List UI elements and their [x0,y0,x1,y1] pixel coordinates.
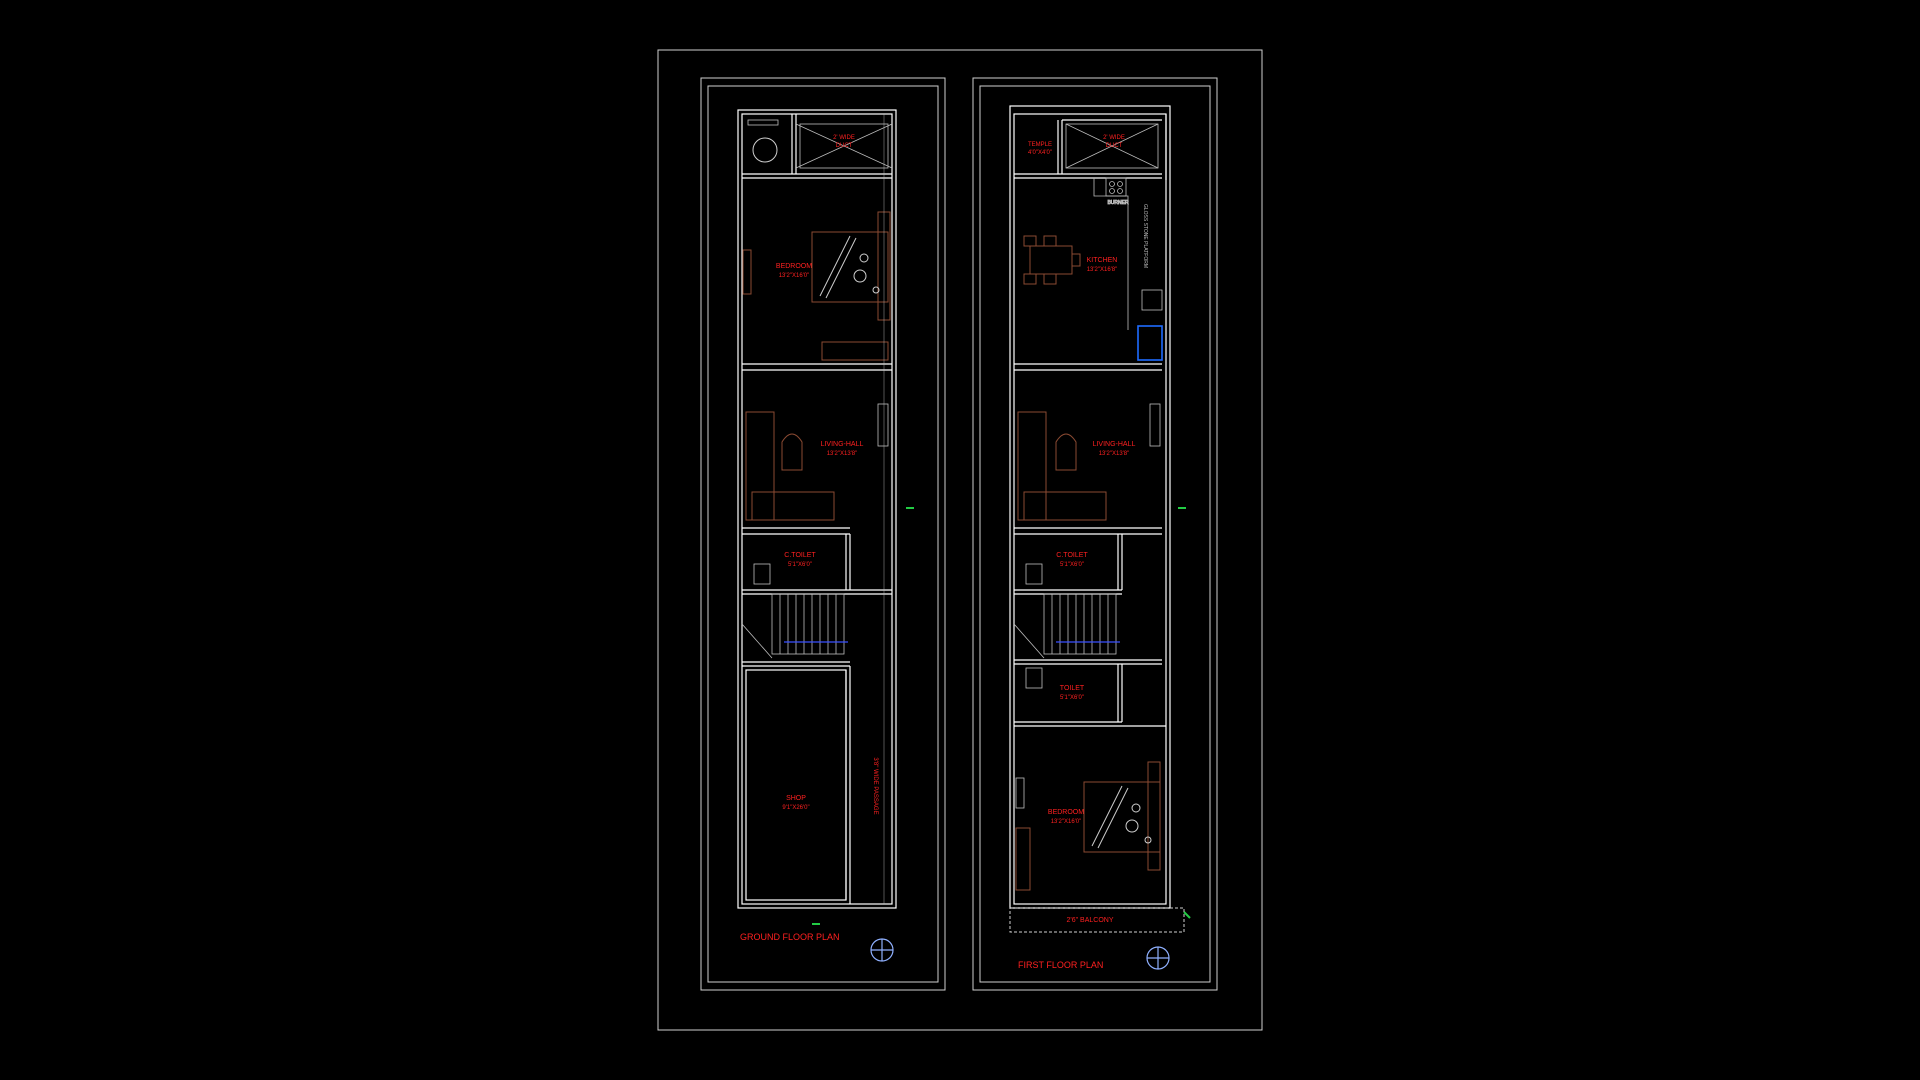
first-plot-outer [972,77,1218,991]
ff-toilet-size: 5'1"X6'0" [1060,695,1084,701]
wc-icon [1025,563,1043,585]
wardrobe-icon [1015,827,1031,891]
first-floor-plan: TEMPLE 4'0"X4'0" 2' WIDE DUCT BURNER GLO… [972,77,1218,991]
stair-icon [741,593,848,659]
balcony [1009,907,1185,933]
wardrobe-icon [742,249,752,295]
ground-floor-title: GROUND FLOOR PLAN [740,932,840,942]
gf-ctoilet-label: C.TOILET [784,552,816,559]
wc-icon [753,563,771,585]
ff-temple-label: TEMPLE [1028,142,1052,148]
gf-bedroom-label: BEDROOM [776,263,812,270]
bedroom-shelf-icon [821,341,889,361]
wash-basin-icon [752,137,778,163]
gf-ctoilet-size: 5'1"X6'0" [788,562,812,568]
gf-bedroom-size: 13'2"X16'0" [779,273,810,279]
gf-passage-label: 3'8" WIDE PASSAGE [872,757,878,814]
gf-living-label: LIVING-HALL [821,441,864,448]
ff-burner-label: BURNER [1107,200,1129,206]
ground-floor-plan: 2' WIDE DUCT BEDROOM 13'2"X16'0" LIVING-… [700,77,946,991]
gf-duct-label: 2' WIDE [833,135,855,141]
burner-icon [1105,177,1127,197]
ff-bedroom-size: 13'2"X16'0" [1051,819,1082,825]
tv-unit-icon [877,403,889,447]
ff-kitchen-label: KITCHEN [1087,257,1118,264]
wc-icon [1025,667,1043,689]
north-arrow-icon [1146,946,1170,970]
ground-plot-inner [707,85,939,983]
north-arrow-icon [870,938,894,962]
first-floor-title: FIRST FLOOR PLAN [1018,960,1103,970]
first-plot-inner [979,85,1211,983]
tv-unit-icon [1149,403,1161,447]
ground-plot-outer [700,77,946,991]
ff-ctoilet-label: C.TOILET [1056,552,1088,559]
ff-platform-label: GLOSS STONE PLATFORM [1142,204,1148,268]
gf-duct-sub: DUCT [836,143,853,149]
sofa-icon [745,411,835,521]
ff-living-size: 13'2"X13'8" [1099,451,1130,457]
ground-building-wall [737,109,897,909]
gf-living-size: 13'2"X13'8" [827,451,858,457]
ground-building-inner-wall [741,113,893,905]
ff-balcony-label: 2'6" BALCONY [1066,917,1113,924]
ff-temple-size: 4'0"X4'0" [1028,150,1052,156]
first-building-inner-wall [1013,113,1167,905]
ff-bedroom-label: BEDROOM [1048,809,1084,816]
bed-icon [1083,761,1161,871]
gf-shop-label: SHOP [786,795,806,802]
ff-duct-label: 2' WIDE [1103,135,1125,141]
ff-living-label: LIVING-HALL [1093,441,1136,448]
gf-shop-size: 9'1"X26'0" [782,805,809,811]
bed-icon [811,211,891,321]
sheet-border [657,49,1263,1031]
ff-kitchen-size: 13'2"X16'8" [1087,267,1118,273]
ff-toilet-label: TOILET [1060,685,1085,692]
fridge-icon [1137,325,1163,361]
stair-icon [1013,593,1120,659]
sink-icon [1141,289,1163,311]
dining-table-icon [1023,235,1081,285]
ff-duct-sub: DUCT [1106,143,1123,149]
ff-ctoilet-size: 5'1"X6'0" [1060,562,1084,568]
sofa-icon [1017,411,1107,521]
